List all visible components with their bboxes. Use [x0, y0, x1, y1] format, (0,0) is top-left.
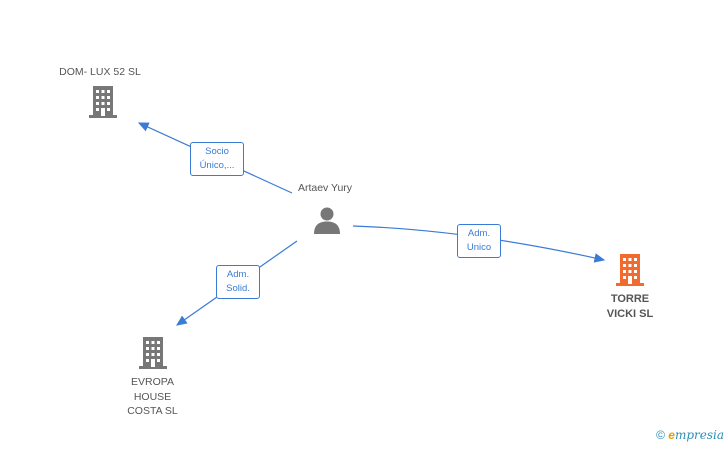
node-label-dom-lux[interactable]: DOM- LUX 52 SL — [59, 66, 141, 78]
person-icon[interactable] — [312, 205, 342, 235]
building-icon[interactable] — [87, 85, 119, 119]
node-label-torre[interactable]: TORRE VICKI SL — [606, 293, 654, 320]
edge-label-socio[interactable]: Socio Único,... — [190, 142, 244, 176]
copyright-symbol: © — [656, 428, 665, 442]
building-icon-highlighted[interactable] — [614, 253, 646, 287]
empresia-watermark: © empresia — [656, 428, 724, 442]
building-icon[interactable] — [137, 336, 169, 370]
node-label-artaev[interactable]: Artaev Yury — [297, 182, 353, 194]
brand-name: mpresia — [674, 428, 724, 442]
node-label-evropa[interactable]: EVROPA HOUSE COSTA SL — [127, 376, 178, 417]
brand-initial: e — [668, 428, 675, 442]
edge-label-adm-solid[interactable]: Adm. Solid. — [216, 265, 260, 299]
edge-label-adm-unico[interactable]: Adm. Unico — [457, 224, 501, 258]
